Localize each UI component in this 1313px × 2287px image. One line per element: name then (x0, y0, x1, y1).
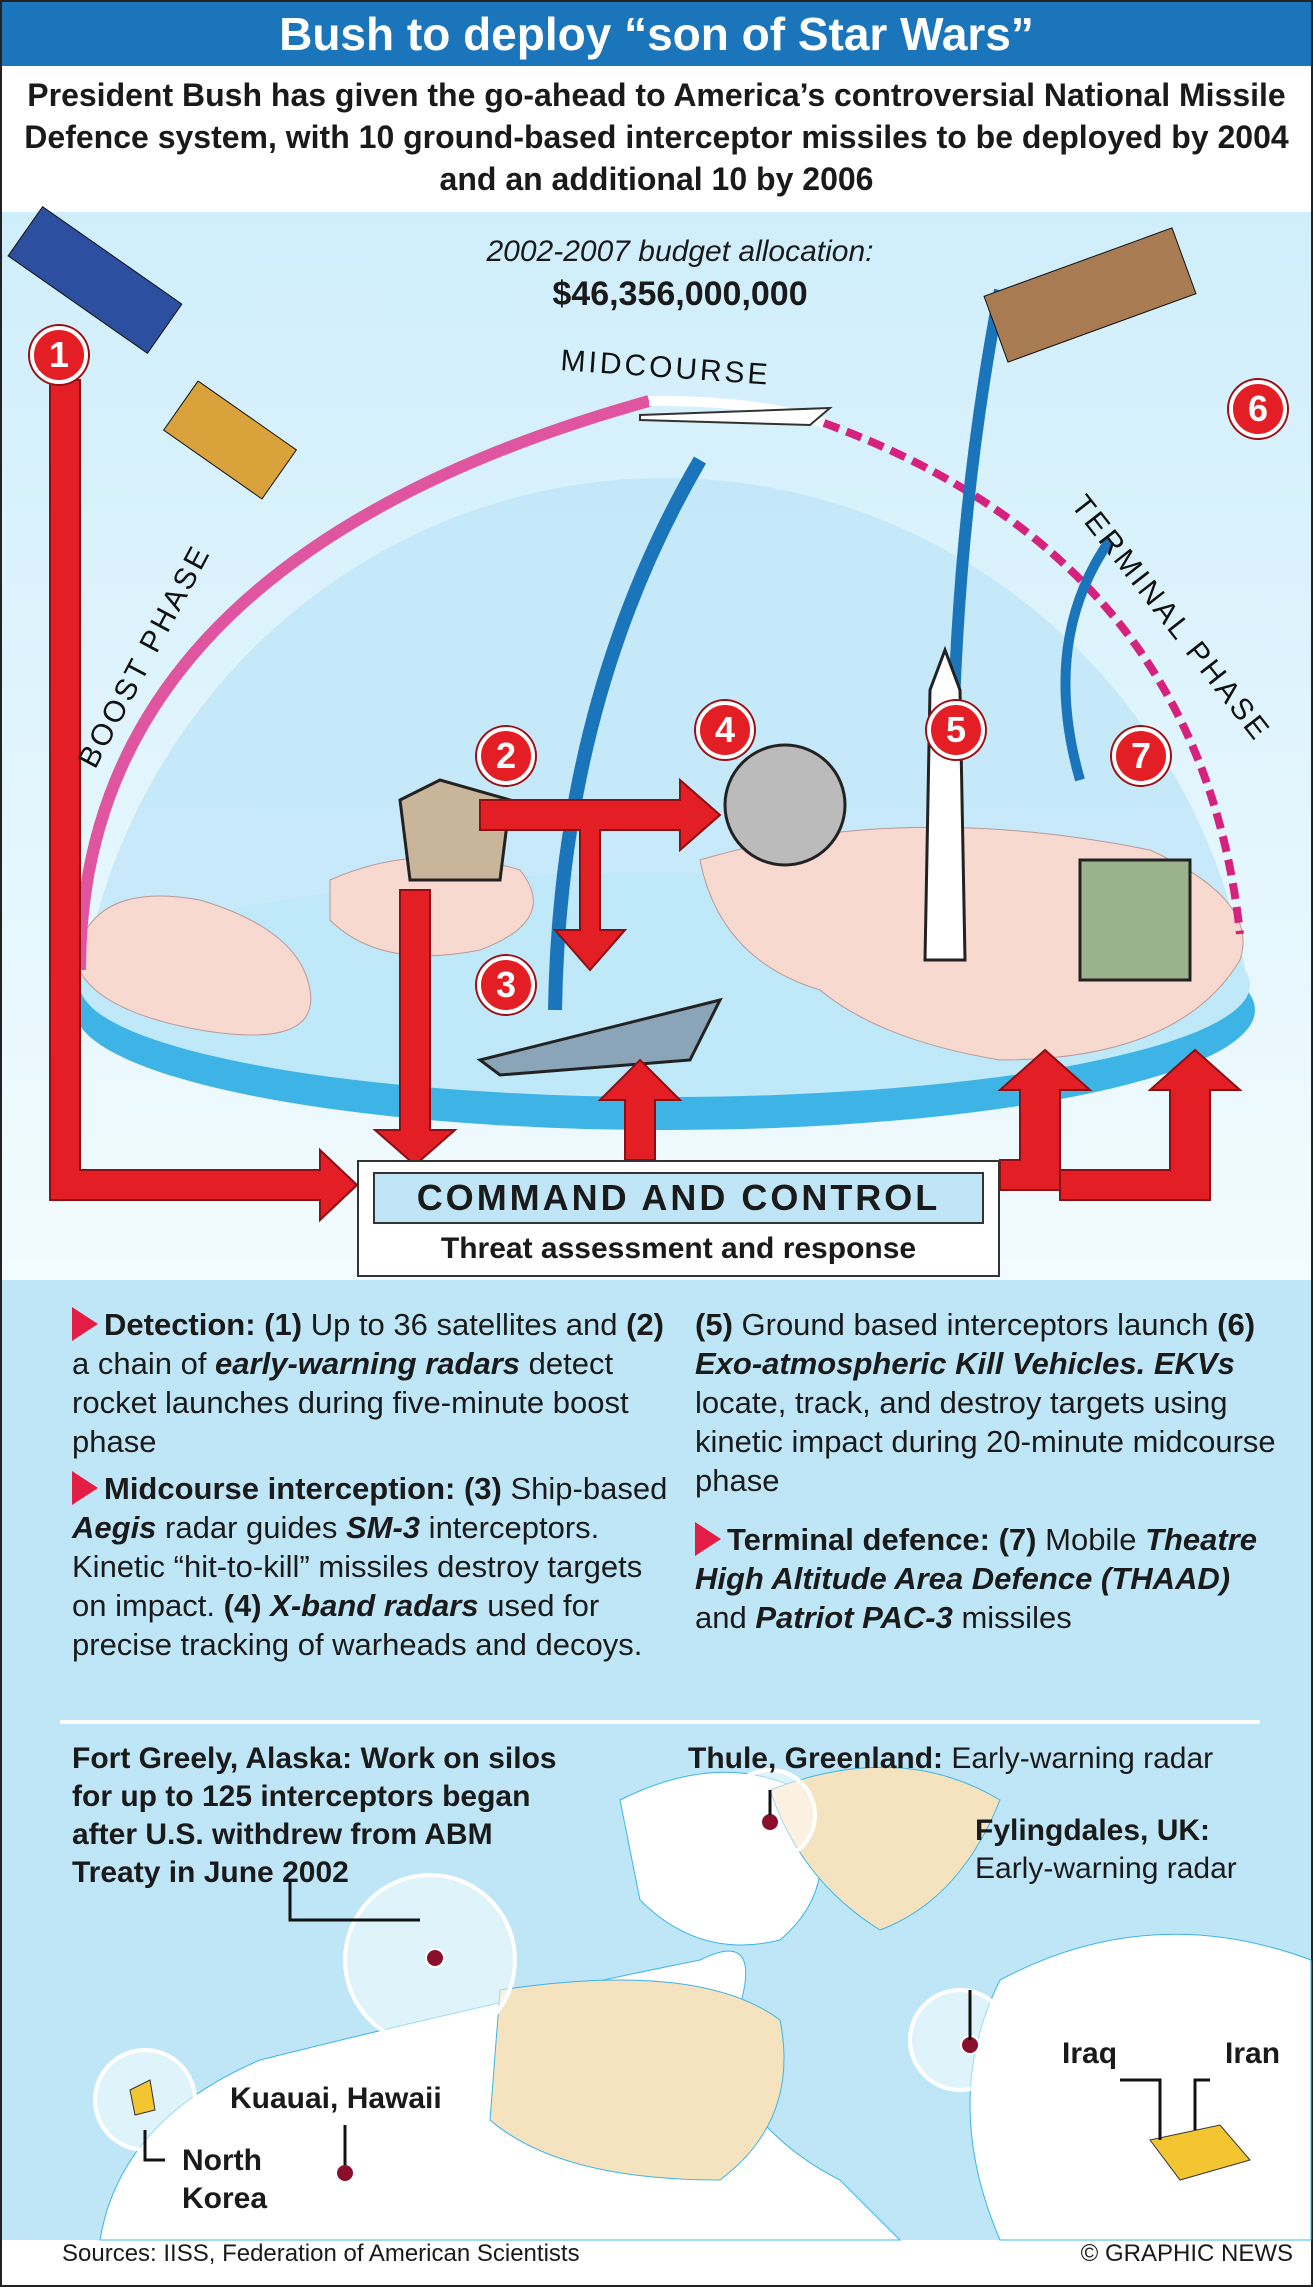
iraq-iran-highlight (1149, 2124, 1251, 2181)
terminal-arc (822, 419, 1244, 935)
satellite-icon (7, 205, 298, 500)
interceptor-trail (548, 456, 707, 1011)
thaad-launcher-icon (1078, 858, 1192, 982)
credit: © GRAPHIC NEWS (1080, 2240, 1293, 2267)
badge-4: 4 (696, 701, 754, 759)
budget-label: 2002-2007 budget allocation: (486, 235, 874, 268)
label-north-korea: North Korea (182, 2144, 268, 2215)
label-thule: Thule, Greenland: Early-warning radar (688, 1742, 1214, 1775)
bullet-icon (695, 1522, 721, 1556)
command-and-control-box: COMMAND AND CONTROL Threat assessment an… (357, 1160, 1000, 1277)
badge-7: 7 (1112, 727, 1170, 785)
badge-3: 3 (477, 956, 535, 1014)
badge-5: 5 (927, 701, 985, 759)
command-arrows (49, 379, 1243, 1223)
text-column-left: Detection: (1) Up to 36 satellites and (… (72, 1307, 668, 1662)
site-markers (335, 1812, 980, 2183)
kill-vehicle-icon (983, 227, 1197, 363)
xband-radar-icon (723, 743, 847, 867)
north-korea-highlight (129, 2079, 156, 2116)
warhead-missile (639, 406, 833, 427)
boost-arc (74, 395, 651, 971)
aegis-ship-icon (476, 997, 723, 1077)
badge-2: 2 (477, 727, 535, 785)
label-iran: Iran (1225, 2037, 1281, 2070)
page-title: Bush to deploy “son of Star Wars” (2, 2, 1311, 66)
text-column-right: (5) Ground based interceptors launch (6)… (695, 1307, 1276, 1635)
bullet-icon (72, 1307, 98, 1341)
command-title: COMMAND AND CONTROL (373, 1172, 984, 1224)
island-left (74, 895, 312, 1036)
label-fylingdales: Fylingdales, UK:Early-warning radar (975, 1814, 1237, 1885)
command-subtitle: Threat assessment and response (440, 1232, 917, 1265)
subtitle: President Bush has given the go-ahead to… (24, 77, 1289, 197)
sources: Sources: IISS, Federation of American Sc… (62, 2240, 580, 2267)
callout-lines (143, 1790, 1210, 2165)
label-fort-greely: Fort Greely, Alaska: Work on silos for u… (72, 1742, 557, 1889)
interceptor-missile-icon (923, 645, 967, 962)
budget-value: $46,356,000,000 (552, 275, 808, 313)
budget: 2002-2007 budget allocation: $46,356,000… (400, 235, 960, 314)
bullet-icon (72, 1471, 98, 1505)
label-iraq: Iraq (1062, 2037, 1118, 2070)
badge-1: 1 (30, 326, 88, 384)
badge-6: 6 (1229, 380, 1287, 438)
zoom-circles (93, 1768, 1267, 2227)
label-hawaii: Kuauai, Hawaii (230, 2082, 442, 2115)
